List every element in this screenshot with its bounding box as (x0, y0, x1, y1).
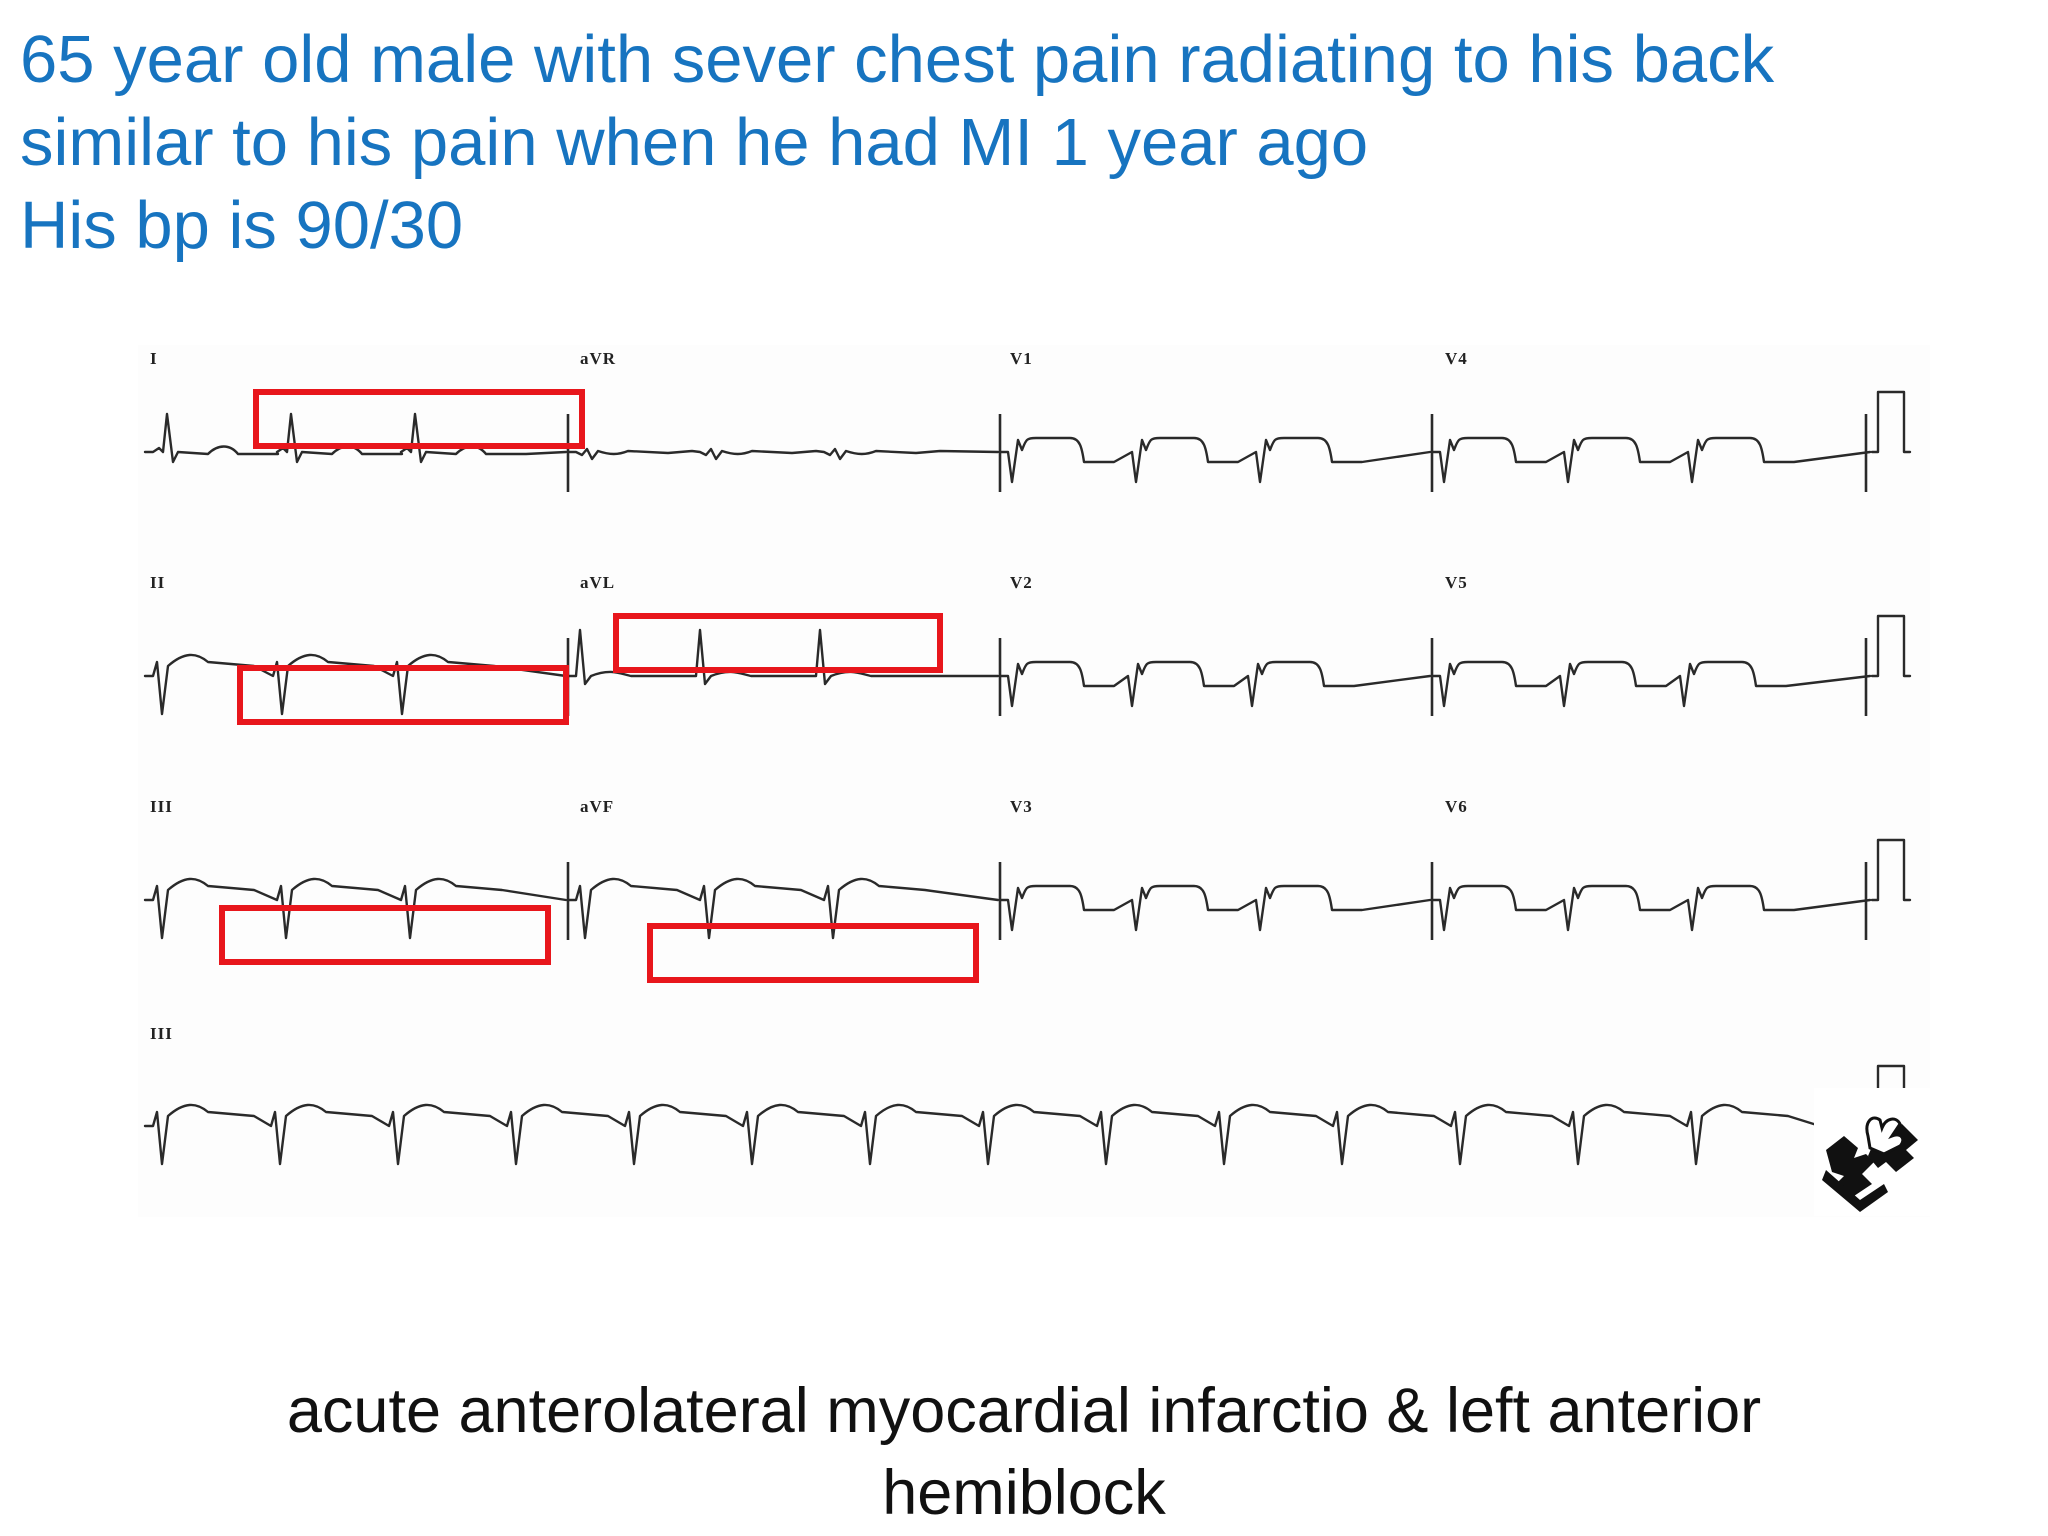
lead-label-II: II (150, 573, 165, 592)
ecg-trace-segment (566, 447, 1000, 461)
lead-label-aVL: aVL (580, 573, 615, 592)
ecg-trace-segment (1430, 884, 1872, 932)
calibration-pulse (1870, 838, 1912, 902)
case-description: 65 year old male with sever chest pain r… (20, 18, 2000, 267)
lead-label-aVR: aVR (580, 349, 616, 368)
lead-label-V2: V2 (1010, 573, 1033, 592)
ecg-trace-segment (143, 412, 568, 464)
lead-label-aVF: aVF (580, 797, 614, 816)
lead-separator-marks (566, 414, 1868, 940)
ecg-traces (143, 390, 1912, 1166)
lead-label-I: I (150, 349, 158, 368)
hand-puzzle-icon (1814, 1088, 1932, 1216)
lead-label-V4: V4 (1445, 349, 1468, 368)
lead-label-V6: V6 (1445, 797, 1468, 816)
highlight-box-4 (219, 905, 551, 965)
diagnosis-line-2: hemiblock (882, 1458, 1166, 1528)
highlight-box-1 (253, 389, 585, 449)
calibration-pulse (1870, 390, 1912, 454)
lead-label-rhythm-III: III (150, 1024, 173, 1043)
ecg-trace-segment (143, 877, 568, 940)
highlight-box-2 (613, 613, 943, 673)
highlight-box-3 (237, 665, 569, 725)
lead-label-V1: V1 (1010, 349, 1033, 368)
diagnosis-line-1: acute anterolateral myocardial infarctio… (286, 1376, 1762, 1446)
case-line-2: similar to his pain when he had MI 1 yea… (20, 105, 1369, 180)
highlight-boxes (219, 389, 979, 983)
case-line-1: 65 year old male with sever chest pain r… (20, 22, 1775, 97)
ecg-trace-segment (566, 628, 1000, 686)
ecg-trace-segment (998, 884, 1432, 932)
ecg-trace-segment (1430, 436, 1872, 484)
diagnosis-caption: acute anterolateral myocardial infarctio… (0, 1370, 2048, 1534)
ecg-trace-segment (143, 1103, 1822, 1166)
ecg-trace-segment (566, 877, 1000, 940)
ecg-trace-segment (1430, 660, 1872, 708)
lead-label-V5: V5 (1445, 573, 1468, 592)
highlight-box-5 (647, 923, 979, 983)
lead-label-V3: V3 (1010, 797, 1033, 816)
case-line-3: His bp is 90/30 (20, 188, 464, 263)
calibration-pulse (1870, 614, 1912, 678)
ecg-paper (138, 345, 1930, 1217)
ecg-trace-segment (998, 436, 1432, 484)
ecg-trace-segment (143, 653, 568, 716)
ecg-trace-segment (998, 660, 1432, 708)
lead-label-III: III (150, 797, 173, 816)
